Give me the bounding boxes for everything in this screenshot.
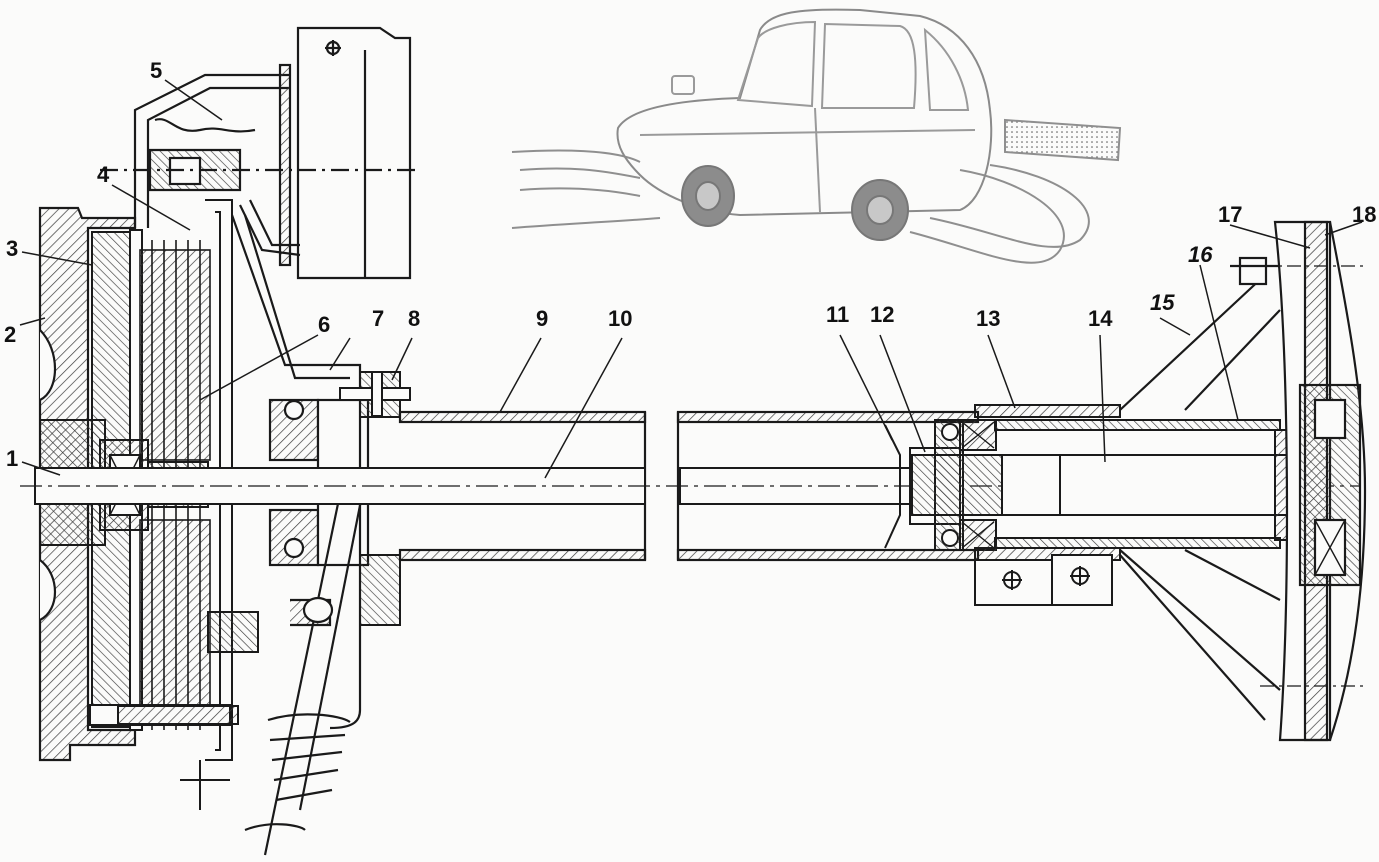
callout-11: 11 bbox=[826, 302, 849, 327]
clutch-cover bbox=[89, 199, 259, 810]
leader-lines bbox=[19, 79, 1363, 479]
callout-17: 17 bbox=[1218, 202, 1242, 227]
callout-labels: 1 2 3 4 5 6 7 8 9 10 11 12 13 14 15 16 1… bbox=[4, 58, 1376, 471]
callout-14: 14 bbox=[1088, 306, 1113, 331]
callout-12: 12 bbox=[870, 302, 894, 327]
callout-13: 13 bbox=[976, 306, 1000, 331]
bushing bbox=[974, 404, 1121, 606]
callout-1: 1 bbox=[6, 446, 18, 471]
callout-16: 16 bbox=[1188, 242, 1213, 267]
motor-mount bbox=[100, 26, 420, 280]
flange bbox=[339, 371, 411, 626]
coupling bbox=[884, 419, 1063, 551]
callout-9: 9 bbox=[536, 306, 548, 331]
brackets bbox=[1119, 256, 1281, 721]
drive-shaft bbox=[20, 467, 1360, 505]
callout-3: 3 bbox=[6, 236, 18, 261]
axle-tube bbox=[994, 419, 1301, 549]
callout-8: 8 bbox=[408, 306, 420, 331]
callout-6: 6 bbox=[318, 312, 330, 337]
callout-5: 5 bbox=[150, 58, 162, 83]
callout-15: 15 bbox=[1150, 290, 1175, 315]
release-lever bbox=[244, 469, 367, 856]
callout-18: 18 bbox=[1352, 202, 1376, 227]
callout-2: 2 bbox=[4, 322, 16, 347]
callout-7: 7 bbox=[372, 306, 384, 331]
car-sketch bbox=[511, 8, 1122, 264]
callout-4: 4 bbox=[97, 162, 110, 187]
wheel-hub bbox=[1260, 220, 1367, 742]
callout-10: 10 bbox=[608, 306, 632, 331]
